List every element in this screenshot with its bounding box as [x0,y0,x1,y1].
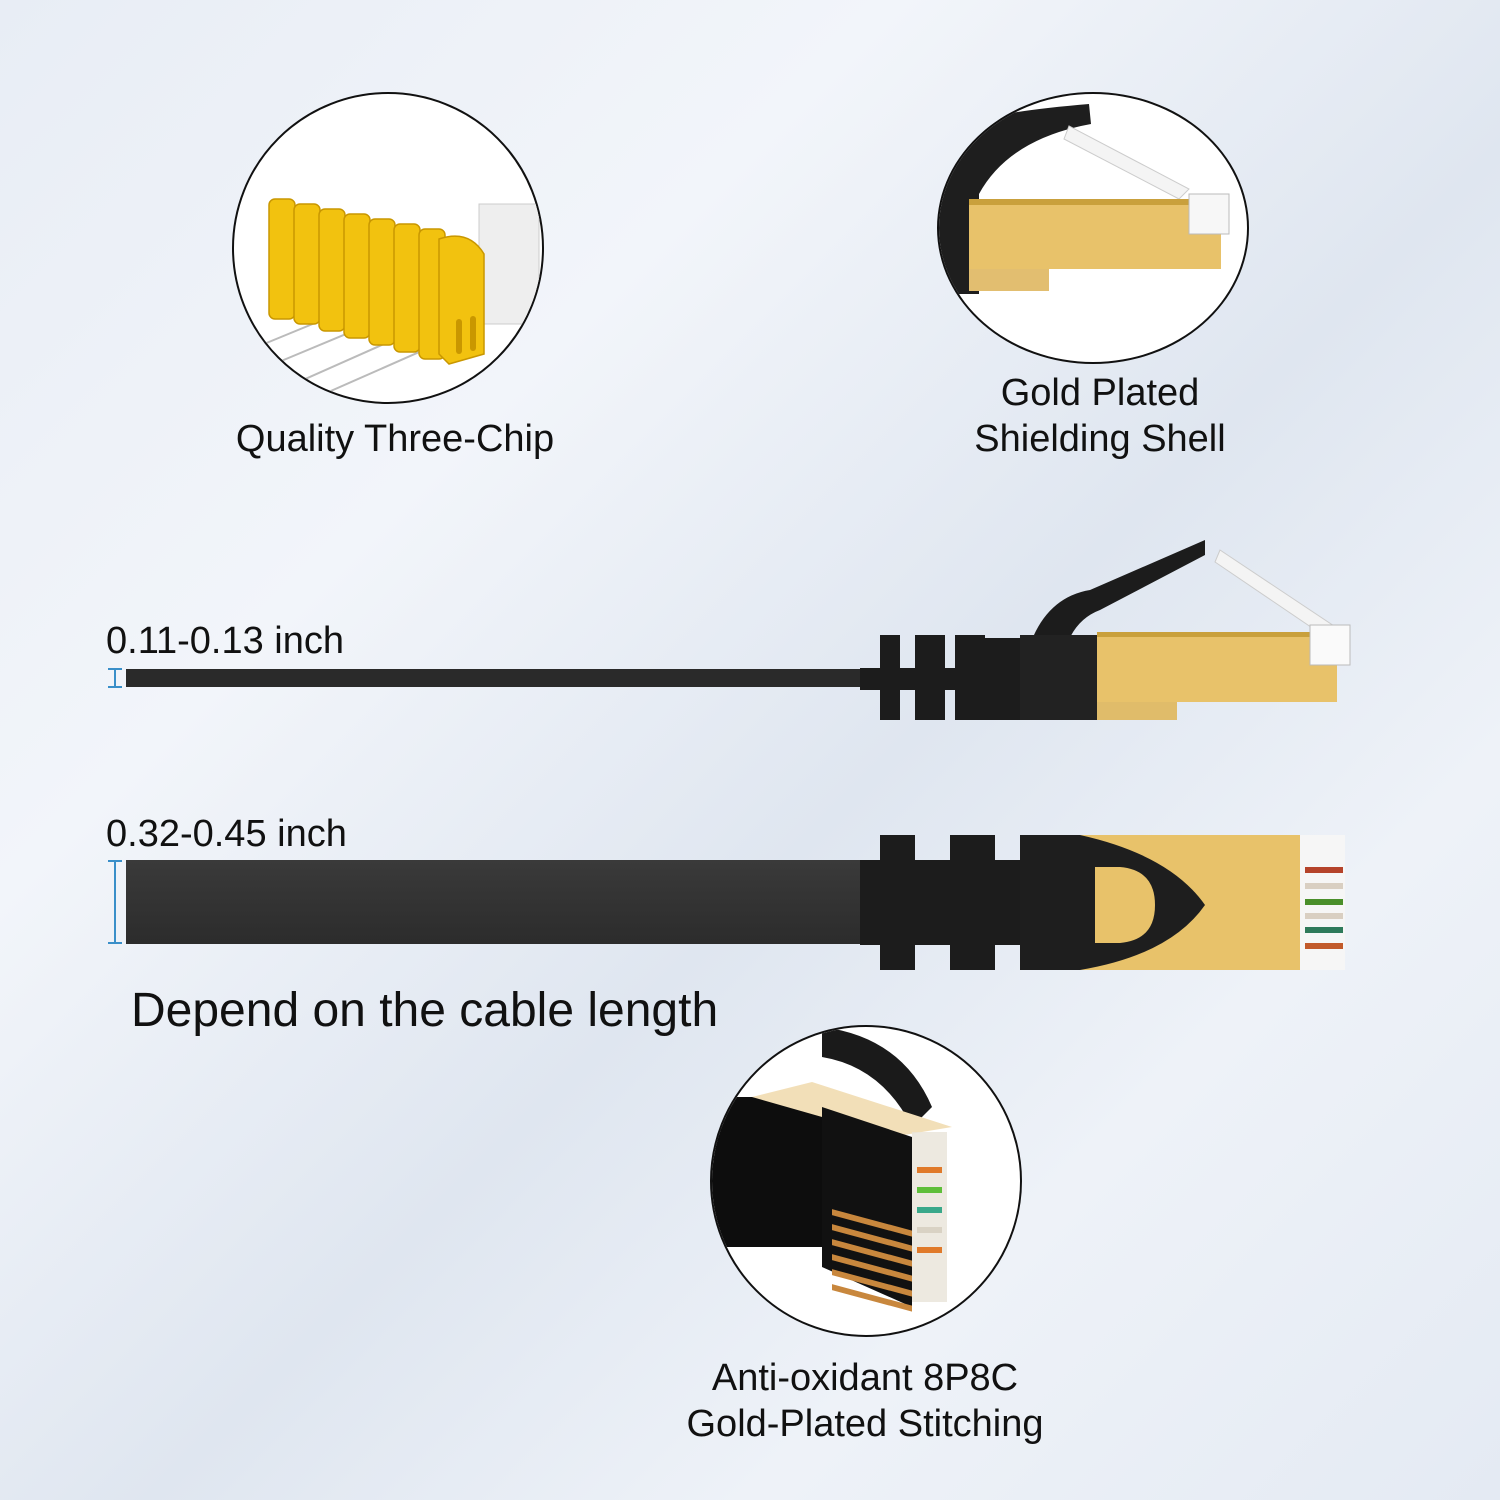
top-view-connector [860,835,1345,970]
stitching-caption-line2: Gold-Plated Stitching [686,1403,1044,1445]
stitching-caption-line1: Anti-oxidant 8P8C [711,1357,1019,1399]
thickness-label: 0.11-0.13 inch [106,620,345,662]
round-cable-side [126,669,886,687]
shielding-shell-caption-line2: Shielding Shell [974,418,1226,460]
stitching-closeup [710,1025,1022,1337]
shielding-shell-closeup [937,92,1249,364]
shielding-shell-caption: Gold Plated Shielding Shell [930,370,1270,462]
flat-cable-top [126,860,886,944]
shield-connector-illustration [939,104,1230,294]
side-view-connector [860,540,1351,720]
stitching-caption: Anti-oxidant 8P8C Gold-Plated Stitching [640,1355,1090,1447]
three-chip-caption: Quality Three-Chip [235,418,555,460]
rj45-contacts-illustration [712,1027,952,1312]
width-label: 0.32-0.45 inch [106,813,347,855]
width-measure-marker [108,860,122,944]
three-chip-closeup [232,92,544,404]
thickness-measure-marker [108,668,122,688]
shielding-shell-caption-line1: Gold Plated [1000,372,1200,414]
gold-chip-illustration [263,198,540,395]
cable-length-note: Depend on the cable length [131,984,719,1037]
